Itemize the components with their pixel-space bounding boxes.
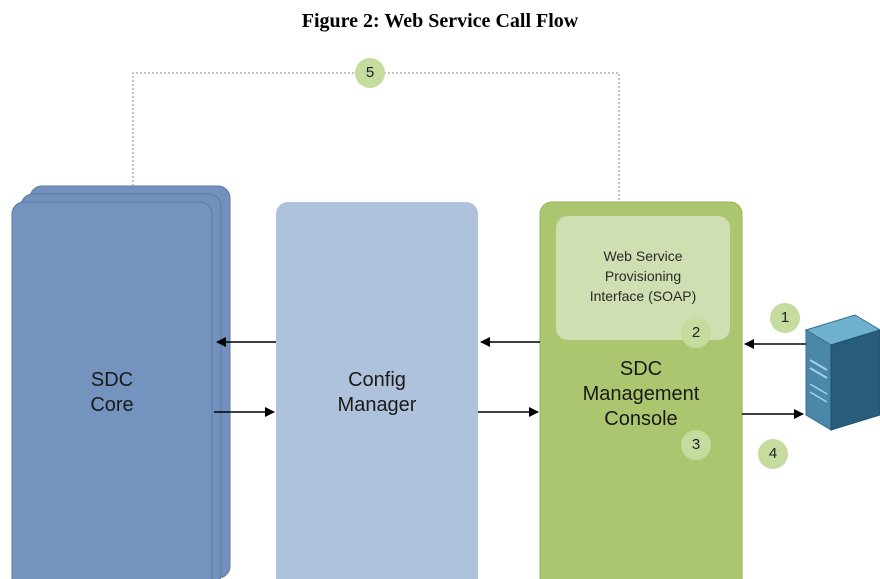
config-manager-label: Config Manager [337, 369, 417, 416]
server-icon-slot [809, 367, 828, 379]
provisioning-interface-block [556, 216, 730, 340]
sdc-core-label: SDC Core [90, 369, 134, 416]
step-2-badge: 2 [681, 318, 711, 348]
server-icon [804, 314, 880, 431]
server-icon-slot [809, 383, 828, 395]
server-icon-front [805, 329, 832, 431]
step-4-badge: 4 [758, 439, 788, 469]
provisioning-interface-label: Web Service Provisioning Interface (SOAP… [589, 248, 697, 304]
step-1-badge: 1 [770, 303, 800, 333]
server-icon-side [830, 329, 880, 431]
config-manager-block [276, 202, 478, 579]
step-5-badge: 5 [355, 58, 385, 88]
figure-title: Figure 2: Web Service Call Flow [301, 10, 579, 32]
server-icon-slot [809, 391, 828, 403]
management-console-label: SDC Management Console [582, 358, 700, 430]
server-icon-slot [809, 359, 828, 371]
step-5-connector [132, 72, 620, 203]
sdc-core-layer-front [11, 201, 213, 579]
step-3-badge: 3 [681, 430, 711, 460]
sdc-core-block [11, 185, 231, 579]
